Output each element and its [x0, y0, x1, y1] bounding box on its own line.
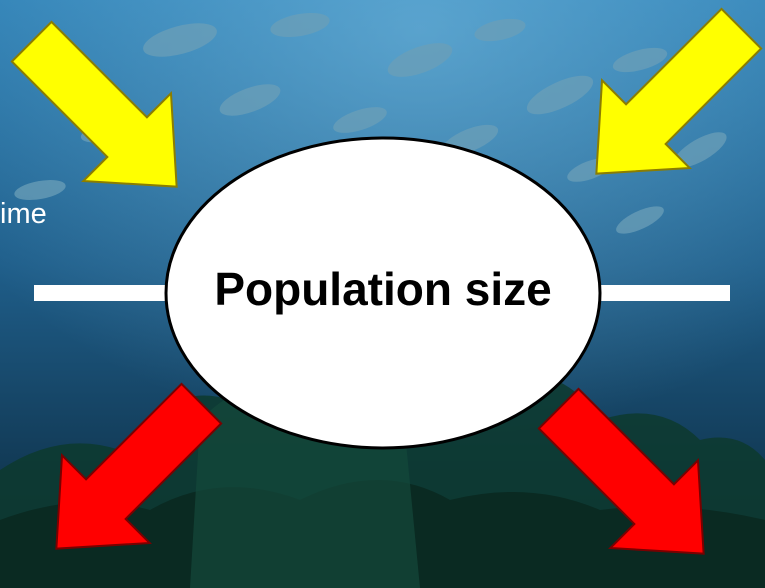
population-size-label: Population size — [168, 266, 598, 312]
side-text-fragment: ime — [0, 200, 47, 229]
